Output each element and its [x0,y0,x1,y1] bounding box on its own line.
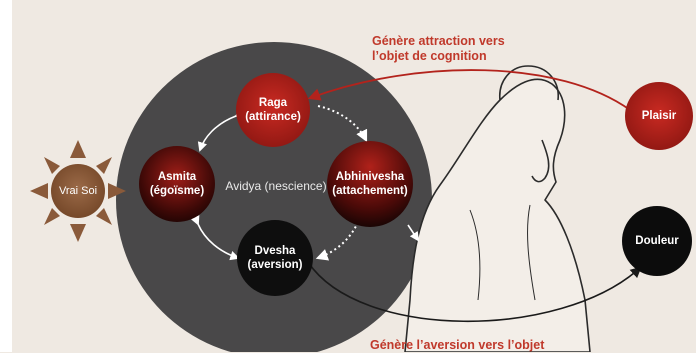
abhinivesha-label: Abhinivesha (attachement) [332,171,408,197]
attraction-caption-line1: Génère attraction vers [372,34,505,48]
asmita-dvesha-arrow [190,215,240,261]
person-illustration [404,65,591,352]
abhinivesha-node [327,141,413,227]
vrai-soi-label: Vrai Soi [58,185,98,197]
abhinivesha-to-person-arrow [407,224,420,242]
plaisir-label: Plaisir [641,110,677,122]
aversion-caption: Génère l’aversion vers l’objet [370,338,545,352]
asmita-label: Asmita (égoïsme) [149,171,205,197]
avidya-circle [116,42,432,352]
attraction-caption: Génère attraction vers l’objet de cognit… [372,34,505,64]
abhinivesha-to-dvesha-arrow [315,221,359,261]
vrai-soi-sun-icon [30,140,126,242]
plaisir-node [625,82,693,150]
attraction-arrow [307,69,631,111]
dvesha-label: Dvesha (aversion) [247,245,303,271]
asmita-node [139,146,215,222]
raga-label: Raga (attirance) [245,97,301,123]
raga-node [236,73,310,147]
aversion-arrow [307,261,642,323]
asmita-raga-arrow [197,108,245,152]
attraction-caption-line2: l’objet de cognition [372,49,487,63]
douleur-node [622,206,692,276]
dvesha-node [237,220,313,296]
left-border [0,0,12,352]
raga-to-abhinivesha-arrow [317,105,368,143]
douleur-label: Douleur [635,235,679,247]
avidya-label: Avidya (nescience) [225,179,327,193]
